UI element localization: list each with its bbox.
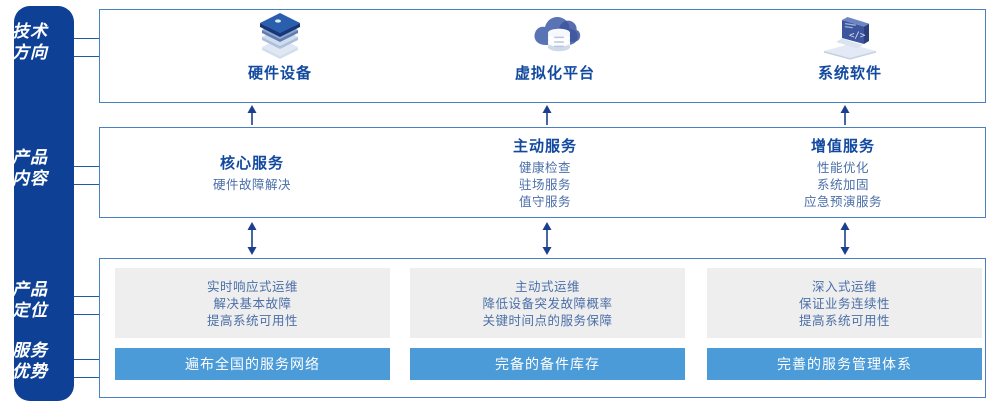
cloud-database-icon [524, 12, 586, 60]
positioning-box-1: 实时响应式运维 解决基本故障 提高系统可用性 [115, 268, 390, 338]
positioning-line: 主动式运维 [514, 278, 580, 294]
tech-direction-band [99, 9, 986, 103]
sidebar-label-service-advantage: 服务 优势 [0, 341, 60, 383]
content-item: 健康检查 [518, 160, 571, 175]
bottom-column-3[interactable]: 深入式运维 保证业务连续性 提高系统可用性 完善的服务管理体系 [707, 268, 982, 380]
connector-line [74, 166, 100, 167]
sidebar-label-line1: 产品 [12, 280, 48, 300]
content-column-value-added[interactable]: 增值服务 性能优化 系统加固 应急预演服务 [718, 127, 968, 218]
tech-column-label: 硬件设备 [247, 63, 312, 82]
sidebar-label-line1: 产品 [12, 148, 48, 168]
connector-line [74, 377, 100, 378]
content-item: 系统加固 [816, 177, 869, 192]
up-arrow-icon [247, 105, 257, 125]
sidebar-label-line2: 方向 [12, 43, 48, 63]
positioning-line: 提高系统可用性 [798, 312, 890, 328]
sidebar-label-line2: 定位 [12, 301, 48, 321]
connector-line [74, 296, 100, 297]
positioning-line: 提高系统可用性 [206, 312, 298, 328]
positioning-line: 实时响应式运维 [206, 278, 298, 294]
advantage-bar-1[interactable]: 遍布全国的服务网络 [115, 348, 390, 380]
tech-column-virtualization[interactable]: 虚拟化平台 [430, 0, 680, 94]
sidebar-label-product-content: 产品 内容 [0, 148, 60, 190]
content-column-core[interactable]: 核心服务 硬件故障解决 [127, 127, 377, 218]
double-arrow-icon [542, 222, 552, 255]
content-item: 应急预演服务 [803, 194, 882, 209]
positioning-line: 降低设备突发故障概率 [482, 295, 613, 311]
up-arrow-icon [840, 105, 850, 125]
server-stack-icon [249, 12, 311, 60]
content-item: 驻场服务 [518, 177, 571, 192]
sidebar-label-line1: 服务 [12, 341, 48, 361]
tech-column-label: 系统软件 [817, 63, 882, 82]
positioning-line: 保证业务连续性 [798, 295, 890, 311]
advantage-bar-2[interactable]: 完备的备件库存 [410, 348, 685, 380]
double-arrow-icon [247, 222, 257, 255]
sidebar-label-line1: 技术 [12, 22, 48, 42]
bottom-column-1[interactable]: 实时响应式运维 解决基本故障 提高系统可用性 遍布全国的服务网络 [115, 268, 390, 380]
sidebar-label-product-position: 产品 定位 [0, 280, 60, 322]
content-column-proactive[interactable]: 主动服务 健康检查 驻场服务 值守服务 [420, 127, 670, 218]
positioning-box-3: 深入式运维 保证业务连续性 提高系统可用性 [707, 268, 982, 338]
sidebar-label-tech-direction: 技术 方向 [0, 22, 60, 64]
svg-text:</>: </> [849, 31, 866, 41]
connector-line [74, 38, 100, 39]
tech-column-label: 虚拟化平台 [514, 63, 595, 82]
up-arrow-icon [542, 105, 552, 125]
positioning-box-2: 主动式运维 降低设备突发故障概率 关键时间点的服务保障 [410, 268, 685, 338]
connector-line [74, 56, 100, 57]
category-sidebar [14, 6, 74, 401]
positioning-line: 解决基本故障 [213, 295, 292, 311]
content-item: 硬件故障解决 [212, 177, 291, 192]
bottom-column-2[interactable]: 主动式运维 降低设备突发故障概率 关键时间点的服务保障 完备的备件库存 [410, 268, 685, 380]
positioning-line: 深入式运维 [811, 278, 877, 294]
advantage-bar-3[interactable]: 完善的服务管理体系 [707, 348, 982, 380]
tech-column-hardware[interactable]: 硬件设备 [155, 0, 405, 94]
tech-column-system-software[interactable]: </> 系统软件 [725, 0, 975, 94]
content-column-title: 主动服务 [512, 137, 577, 155]
connector-line [74, 314, 100, 315]
content-item: 性能优化 [816, 160, 869, 175]
double-arrow-icon [840, 222, 850, 255]
content-column-title: 核心服务 [219, 154, 284, 172]
product-content-band [99, 127, 986, 218]
laptop-code-icon: </> [819, 12, 881, 60]
sidebar-label-line2: 优势 [12, 362, 48, 382]
positioning-line: 关键时间点的服务保障 [482, 312, 613, 328]
sidebar-label-line2: 内容 [12, 169, 48, 189]
connector-line [74, 184, 100, 185]
content-column-title: 增值服务 [810, 137, 875, 155]
connector-line [74, 359, 100, 360]
content-item: 值守服务 [518, 194, 571, 209]
